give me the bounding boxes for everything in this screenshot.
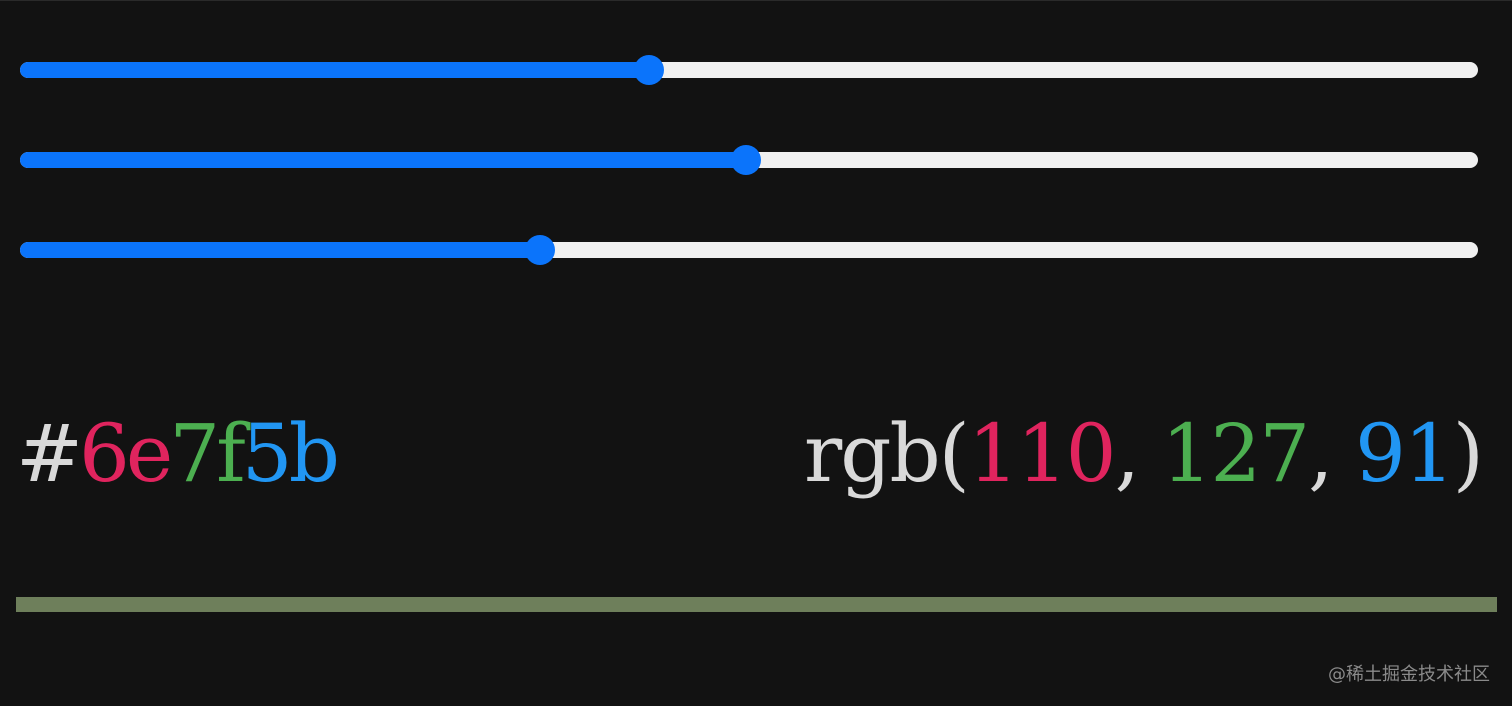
hex-code: #6e7f5b [16,399,340,509]
hex-green: 7f [169,407,245,500]
red-slider-thumb[interactable] [633,55,664,85]
hex-red: 6e [79,407,173,500]
hex-blue: 5b [241,407,340,500]
rgb-code: rgb(110, 127, 91) [803,399,1484,509]
color-preview-swatch [16,597,1497,612]
rgb-red: 110 [967,407,1117,500]
green-slider[interactable] [20,145,1478,175]
red-slider[interactable] [20,55,1478,85]
rgb-blue: 91 [1354,407,1455,500]
red-slider-fill [20,62,649,78]
hex-hash: # [16,407,83,500]
watermark: @稀土掘金技术社区 [1328,664,1490,685]
blue-slider[interactable] [20,235,1478,265]
rgb-sep-2: , [1308,407,1355,500]
rgb-suffix: ) [1452,407,1484,500]
rgb-prefix: rgb( [803,407,970,500]
green-slider-fill [20,152,747,168]
green-slider-thumb[interactable] [731,145,762,175]
rgb-green: 127 [1161,407,1310,500]
blue-slider-thumb[interactable] [525,235,556,265]
color-codes: #6e7f5b rgb(110, 127, 91) [16,399,1484,509]
blue-slider-fill [20,242,541,258]
rgb-sep-1: , [1114,407,1162,500]
